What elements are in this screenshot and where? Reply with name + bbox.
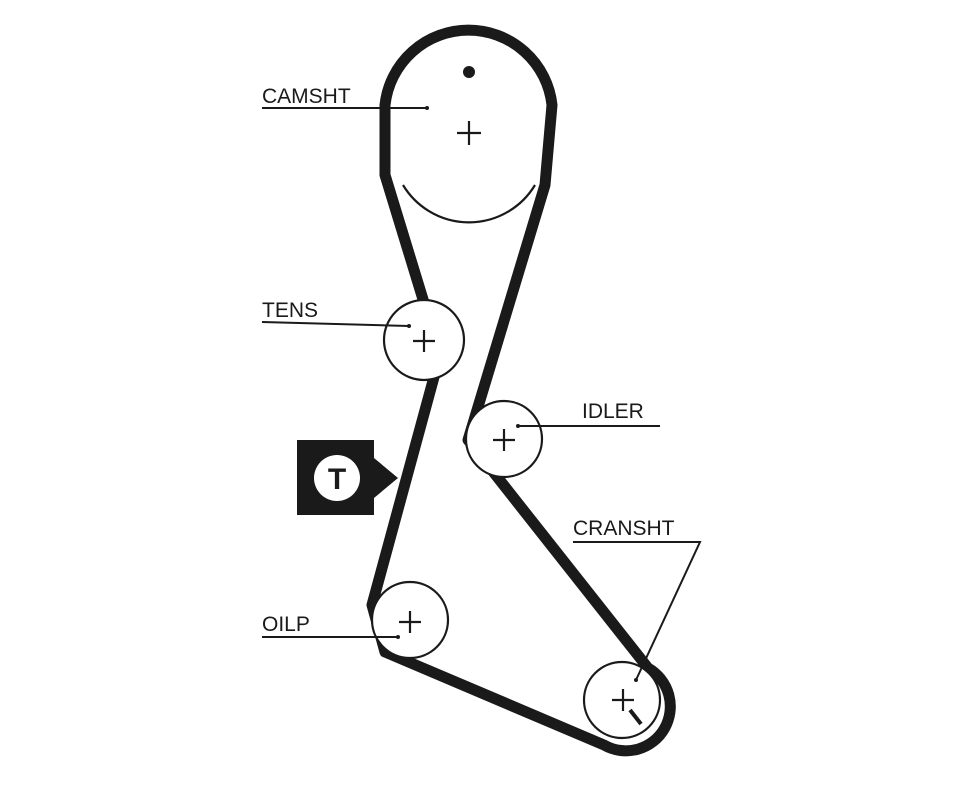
tension-marker-letter: T bbox=[328, 463, 346, 496]
crank-timing-mark-icon bbox=[628, 708, 643, 726]
idler-pulley bbox=[464, 399, 544, 479]
center-cross-icon bbox=[399, 611, 421, 633]
tensioner-leader bbox=[261, 321, 410, 327]
center-cross-icon bbox=[457, 121, 481, 145]
timing-belt bbox=[366, 24, 676, 757]
tensioner-pulley bbox=[382, 298, 466, 382]
oil-pump-pulley bbox=[370, 580, 450, 660]
camshaft-pulley bbox=[402, 66, 536, 224]
crankshaft-pulley bbox=[582, 660, 662, 740]
tension-marker-icon: T bbox=[297, 440, 398, 515]
oil-pump-label: OILP bbox=[262, 613, 310, 636]
center-cross-icon bbox=[612, 689, 634, 711]
crankshaft-label: CRANSHT bbox=[573, 517, 675, 540]
center-cross-icon bbox=[413, 330, 435, 352]
camshaft-label: CAMSHT bbox=[262, 85, 351, 108]
crankshaft-leader bbox=[573, 541, 702, 681]
idler-label: IDLER bbox=[582, 400, 644, 423]
center-cross-icon bbox=[493, 429, 515, 451]
timing-mark-dot-icon bbox=[463, 66, 475, 78]
tensioner-label: TENS bbox=[262, 299, 318, 322]
